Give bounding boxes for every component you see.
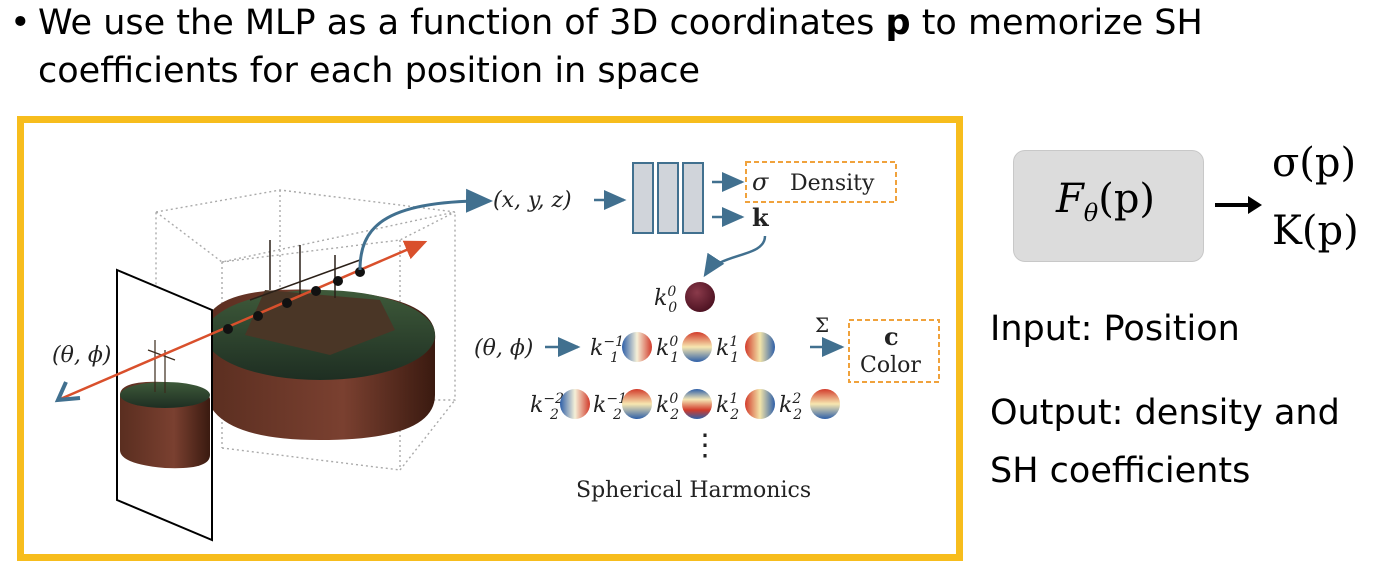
output-sigma: σ(p) [1272,140,1357,186]
sh-sphere-l1-m-1 [622,332,652,362]
input-description: Input: Position [990,309,1240,349]
sh-sphere-l1-m0 [682,332,712,362]
density-box [745,161,897,203]
sum-symbol: Σ [815,313,829,337]
color-label: Color [860,353,921,378]
output-description-line-1: Output: density and [990,393,1340,433]
k-output-label: k [752,203,770,232]
output-description-line-2: SH coefficients [990,451,1251,491]
view-direction-left: (θ, ϕ) [52,343,111,368]
sh-sphere-l2-m-2 [560,389,590,419]
spherical-harmonics-label: Spherical Harmonics [576,478,811,503]
ellipsis: ⋮ [690,428,720,463]
sh-sphere-l0 [685,282,715,312]
view-direction-mid: (θ, ϕ) [474,336,533,361]
image-plane [116,268,213,542]
color-box [848,319,940,383]
bullet-line-1: We use the MLP as a function of 3D coord… [38,2,1203,44]
bullet-text-bold: p [885,3,911,43]
density-label: Density [790,171,875,196]
sh-sphere-l2-m-1 [622,389,652,419]
sh-sphere-l2-m0 [682,389,712,419]
mlp-function-label: Fθ(p) [1056,176,1156,227]
input-coords-label: (x, y, z) [493,188,572,213]
density-symbol: σ [752,168,769,196]
sh-sphere-l2-m1 [745,389,775,419]
color-symbol: c [884,322,899,351]
bullet-line-2: coefficients for each position in space [38,51,701,91]
bullet-text-post: to memorize SH [910,3,1203,43]
bullet-text-pre: We use the MLP as a function of 3D coord… [38,3,886,43]
sh-sphere-l2-m2 [810,389,840,419]
bullet-symbol: • [10,3,31,43]
camera-ray [54,188,493,403]
mlp-layers [632,162,704,234]
sh-sphere-l1-m1 [745,332,775,362]
mlp-function-box [1013,150,1204,262]
output-k: K(p) [1272,208,1359,254]
